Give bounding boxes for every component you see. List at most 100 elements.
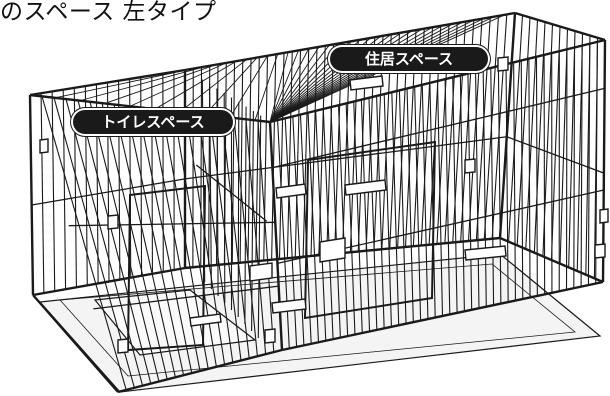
front-right-panel-bar (398, 90, 407, 324)
cage-frame (28, 11, 607, 394)
joint-clip (107, 214, 119, 230)
back-panel-bar (475, 17, 491, 241)
right-end-panel-bar (516, 17, 531, 246)
tray-group (38, 253, 602, 393)
front-left-panel-rail (93, 285, 279, 310)
latch-clip (344, 179, 387, 196)
joint-clip (39, 138, 49, 154)
joint-clip (594, 243, 606, 259)
roof-bar (204, 57, 258, 115)
frame-edge (498, 12, 517, 239)
front-right-panel-bar (429, 82, 436, 318)
back-panel-bar (200, 67, 203, 267)
right-end-panel-rail (506, 136, 605, 174)
cage-details (39, 56, 609, 354)
front-left-panel-bar (197, 113, 234, 363)
frame-edge (184, 11, 516, 72)
front-right-panel-bar (490, 67, 495, 306)
roof-bar (269, 19, 474, 123)
divider-panel-rail (195, 164, 268, 222)
back-panel-bar (239, 60, 244, 263)
back-panel-bar (286, 51, 293, 259)
back-panel-bar (341, 41, 351, 254)
roof-bar (154, 60, 237, 110)
roof-bar (179, 58, 248, 113)
left-end-panel-bar (51, 91, 56, 292)
joint-clip (264, 328, 276, 344)
front-left-panel-bar (89, 101, 160, 382)
front-right-panel-bar (580, 45, 583, 287)
latch-clip (189, 313, 222, 327)
back-panel-bar (255, 57, 260, 262)
frame-edge (28, 94, 35, 296)
front-right-panel-bar (505, 64, 509, 303)
front-right-panel-bar (452, 77, 458, 313)
front-right-panel-bar (383, 94, 392, 327)
roof-bar (269, 44, 330, 123)
divider-panel-bar (244, 106, 247, 325)
roof-bar (104, 64, 217, 104)
latch-clip (275, 183, 307, 199)
back-panel-bar (231, 61, 236, 264)
joint-clip (497, 56, 509, 72)
living-space-label: 住居スペース (330, 47, 488, 71)
back-panel-bar (271, 54, 277, 260)
roof-bar (269, 25, 444, 123)
front-left-panel-bar (41, 96, 127, 391)
front-right-panel-bar (459, 75, 465, 312)
front-right-panel-bar (391, 92, 400, 326)
front-right-panel-bar (497, 66, 502, 304)
frame-edge (32, 266, 186, 297)
joint-clip (599, 208, 609, 224)
left-end-panel-bar (40, 93, 45, 294)
frame-edge (281, 280, 604, 352)
latch-clip (349, 75, 384, 91)
floor-tray-inner (59, 263, 577, 377)
front-right-panel-bar (475, 71, 480, 309)
frame-edge (29, 68, 186, 97)
front-left-panel-bar (245, 119, 267, 355)
back-panel-bar (278, 52, 285, 260)
right-end-panel-bar (593, 37, 599, 279)
front-left-panel-bar (209, 115, 242, 361)
roof-bar (269, 21, 464, 123)
roof-bar (269, 46, 320, 123)
frame-edge (32, 294, 119, 393)
front-left-panel-bar (125, 105, 185, 376)
roof-bar (269, 48, 310, 123)
front-right-panel-bar (436, 80, 444, 317)
frame-edge (514, 11, 606, 42)
roof-bar (269, 30, 413, 123)
roof-bar (254, 53, 279, 121)
latch-clip (271, 298, 307, 314)
back-panel-bar (310, 47, 318, 257)
front-right-panel-bar (482, 69, 487, 307)
front-right-panel-bar (467, 73, 473, 310)
right-end-panel-bar (508, 15, 524, 242)
front-left-panel-bar (113, 104, 176, 378)
front-right-panel-bar (353, 101, 363, 334)
front-right-panel-bar (573, 47, 576, 289)
right-end-panel-bar (533, 21, 546, 253)
front-right-panel-bar (520, 60, 524, 300)
front-right-panel-bar (360, 99, 371, 332)
divider-panel-bar (251, 110, 254, 332)
latch-clip (319, 237, 346, 263)
front-right-panel-bar (513, 62, 517, 301)
front-left-panel-rail (68, 221, 276, 227)
roof-bar (129, 62, 227, 107)
front-right-panel-bar (368, 97, 378, 330)
front-right-panel-bar (376, 95, 385, 329)
right-end-panel-bar (550, 26, 561, 261)
joint-clip (117, 338, 129, 354)
front-left-panel-bar (65, 98, 144, 386)
front-right-panel-bar (330, 107, 341, 338)
front-left-panel-bar (149, 108, 201, 372)
roof-bar (269, 23, 454, 123)
front-right-panel-bar (421, 84, 429, 320)
front-right-panel-bar (444, 79, 451, 315)
back-panel-bar (302, 48, 310, 257)
front-right-panel-bar (543, 54, 546, 295)
front-left-panel-bar (101, 102, 168, 380)
